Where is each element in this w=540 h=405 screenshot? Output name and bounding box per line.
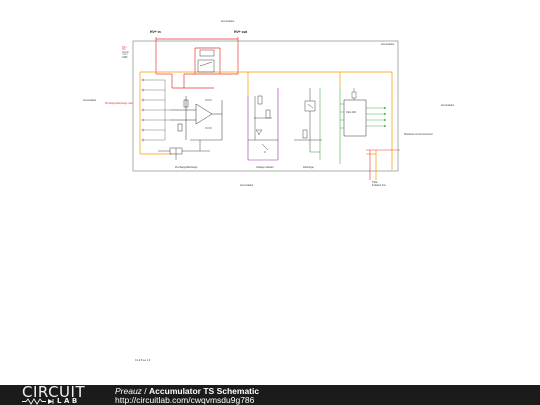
legend-item: GND — [122, 55, 128, 59]
ic-label: Opto 100 — [346, 111, 356, 114]
note-left: Precharge/Discharge relay — [105, 102, 134, 105]
relay-k1 — [197, 49, 215, 73]
right-output-wires — [366, 149, 400, 180]
opto-ic — [343, 99, 367, 137]
circuit-url[interactable]: http://circuitlab.com/cwqvmsdu9g786 — [115, 395, 255, 405]
hv-negative-wires — [139, 71, 393, 180]
hv-in-label: HV+ in — [150, 30, 161, 34]
top-label: Accumulator — [221, 20, 235, 23]
tsal-sub: Indicator bus — [372, 184, 386, 187]
ic-pullups — [351, 88, 357, 100]
section-discharge: Discharge — [303, 166, 314, 169]
left-connector — [141, 78, 145, 142]
tsal-label: TSAL — [372, 181, 378, 184]
section-voltage: Voltage indicator — [256, 166, 274, 169]
discharge-block — [294, 88, 322, 152]
logo-circuit-text: CIRCUIT — [22, 383, 86, 401]
circuit-name: Accumulator TS Schematic — [149, 386, 260, 396]
title-separator: / — [141, 386, 150, 396]
accumulator-box — [132, 40, 399, 172]
schematic-canvas — [132, 37, 400, 180]
legend-item: HV- — [122, 48, 126, 52]
comparator-opamp — [170, 96, 223, 140]
note-right: Shutdown circuit connector — [404, 133, 433, 136]
wire-legend: HV+ HV- Signal GLV+ GND — [122, 46, 129, 59]
section-precharge: Precharge/Discharge — [175, 166, 198, 169]
discharge-glv — [310, 88, 321, 160]
author-link[interactable]: Preauz — [115, 386, 142, 396]
ic-output-arrows — [384, 106, 387, 128]
legend-item: Signal — [122, 50, 129, 54]
voltage-indicator — [247, 88, 279, 161]
left-label: Accumulator — [83, 99, 97, 102]
legend-item: HV+ — [122, 46, 127, 49]
bottom-label: Accumulator — [240, 184, 254, 187]
logo-wave-icon — [22, 398, 54, 405]
schematic-title: Preauz / Accumulator TS Schematic — [115, 386, 259, 396]
legend-item: GLV+ — [122, 53, 129, 57]
logo-lab-text: LAB — [57, 397, 80, 405]
circuitlab-footer: CIRCUIT LAB Preauz / Accumulator TS Sche… — [0, 385, 540, 405]
precharge-bottom — [158, 139, 222, 160]
right-label: Accumulator — [441, 104, 455, 107]
ic-pins — [339, 88, 384, 164]
voltage-indicator-parts — [248, 95, 278, 151]
box-label: Accumulator — [381, 43, 395, 46]
corner-text: CL-0.5 rev 1.0 — [135, 359, 151, 362]
led-green — [258, 133, 266, 153]
left-connector-wires — [144, 79, 170, 141]
hv-input-wires — [155, 37, 239, 89]
hv-out-label: HV+ out — [234, 30, 247, 34]
